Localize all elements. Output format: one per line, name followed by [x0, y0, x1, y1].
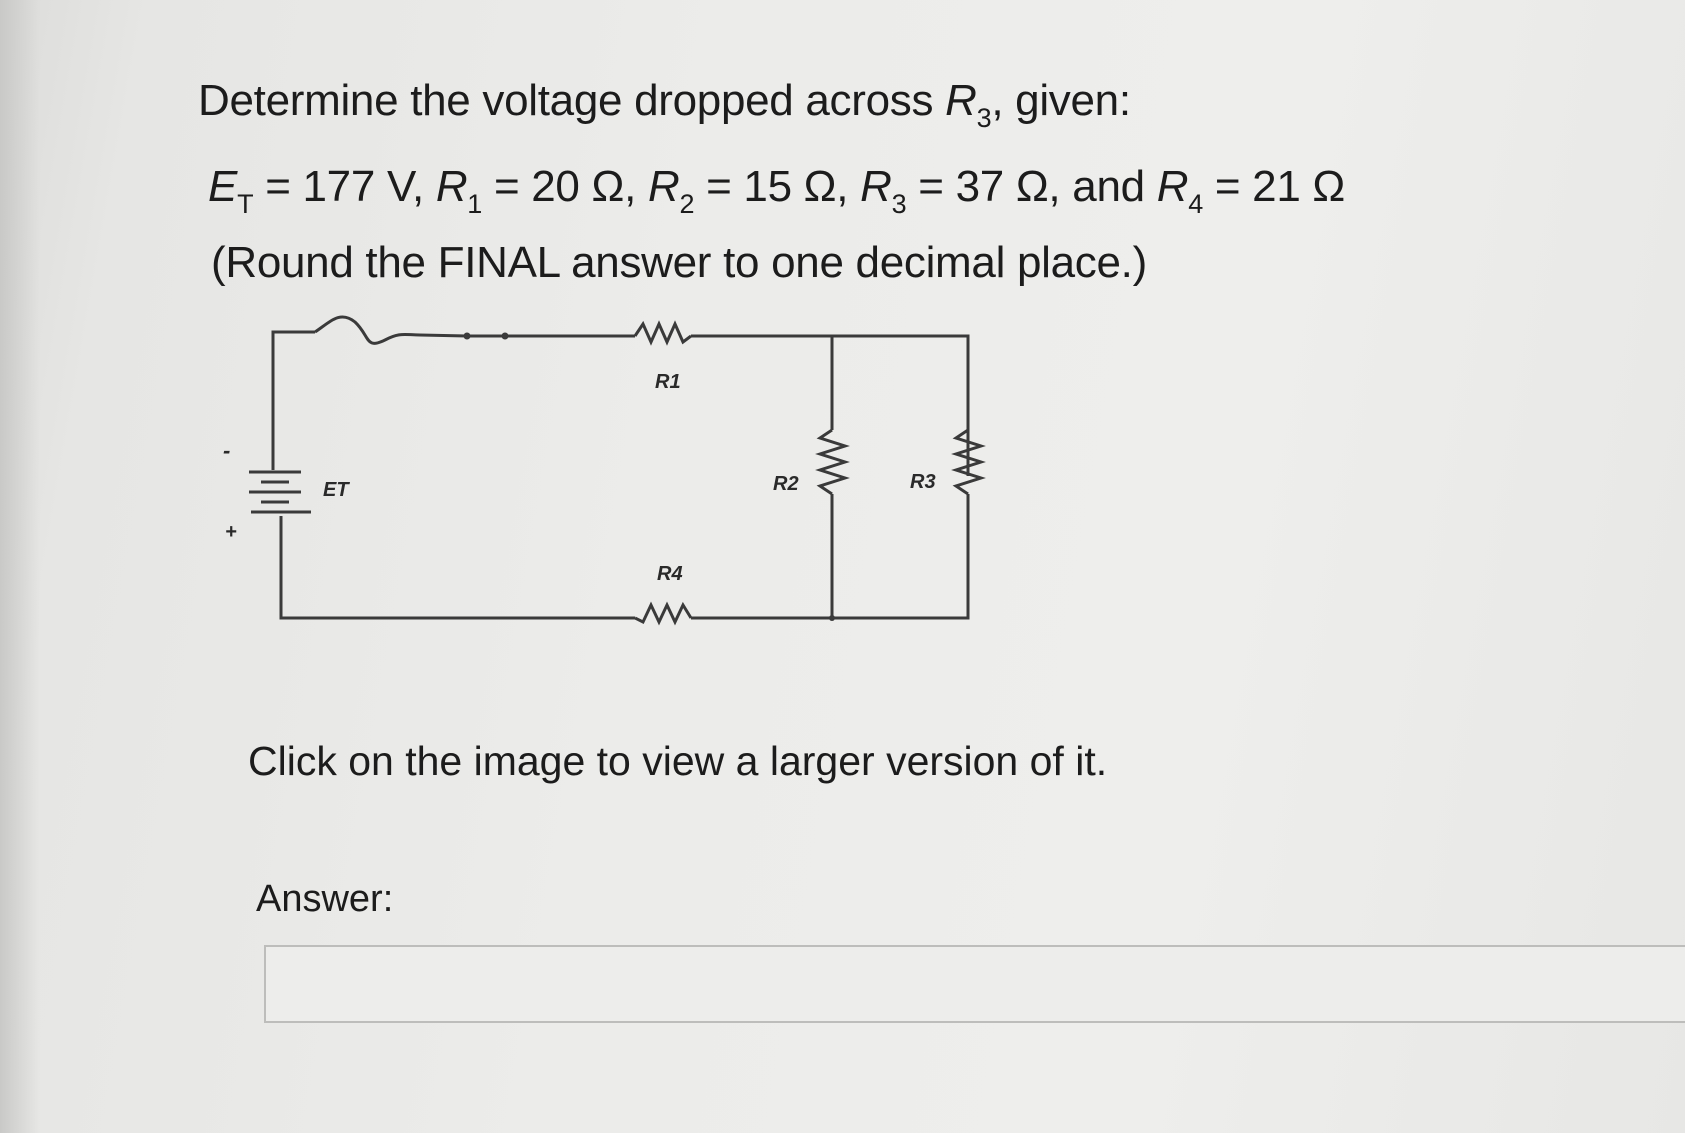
question-variable: R: [945, 76, 977, 125]
given-sub: T: [237, 189, 254, 219]
wire-node-dot: [501, 332, 509, 340]
battery-plus-label: +: [225, 521, 237, 543]
resistor-r3-label: R3: [910, 471, 936, 493]
given-value: = 177 V,: [253, 162, 436, 211]
given-value: = 20 Ω,: [482, 162, 648, 211]
question-line-1: Determine the voltage dropped across R3,…: [198, 76, 1131, 134]
wire-node-dot: [463, 332, 471, 340]
given-var: R: [1156, 162, 1189, 211]
given-sub: 4: [1188, 189, 1203, 219]
circuit-wires: [249, 315, 986, 626]
junction-dot: [829, 615, 835, 621]
given-r3: R3 = 37 Ω, and: [860, 162, 1157, 219]
given-value: = 37 Ω, and: [906, 162, 1157, 211]
question-text-suffix: , given:: [991, 76, 1131, 125]
circuit-diagram-image[interactable]: - + ET R1 R2 R3 R4: [215, 300, 995, 640]
given-values-line: ET = 177 V, R1 = 20 Ω, R2 = 15 Ω, R3 = 3…: [208, 162, 1345, 220]
given-r2: R2 = 15 Ω,: [647, 162, 861, 219]
resistor-r1-symbol: [633, 320, 692, 346]
wire-bottom-left: [279, 516, 635, 620]
wire-top-right: [691, 334, 970, 476]
given-value: = 15 Ω,: [694, 162, 861, 211]
resistor-r4-symbol: [634, 601, 693, 626]
enlarge-image-hint: Click on the image to view a larger vers…: [248, 738, 1108, 784]
given-value: = 21 Ω: [1202, 162, 1346, 211]
answer-label: Answer:: [256, 878, 394, 920]
wire-left-top: [271, 330, 315, 470]
wire-wavy-segment: [314, 315, 468, 345]
wire-r3-bottom: [832, 494, 970, 620]
question-variable-subscript: 3: [976, 103, 992, 133]
given-r4: R4 = 21 Ω: [1156, 162, 1346, 219]
screen-edge-shadow: [0, 0, 40, 1133]
resistor-r3-symbol: [951, 428, 986, 496]
given-sub: 3: [891, 189, 907, 219]
given-e-t: ET = 177 V,: [208, 162, 436, 219]
resistor-r4-label: R4: [657, 563, 683, 585]
question-text: Determine the voltage dropped across: [198, 76, 946, 125]
given-var: R: [860, 162, 892, 211]
given-sub: 2: [679, 189, 695, 219]
resistor-r2-label: R2: [773, 473, 799, 495]
given-sub: 1: [467, 189, 483, 219]
given-var: R: [647, 162, 680, 211]
resistor-r1-label: R1: [655, 371, 681, 393]
rounding-instruction: (Round the FINAL answer to one decimal p…: [211, 238, 1147, 287]
source-label-et: ET: [323, 479, 350, 501]
battery-minus-label: -: [223, 438, 230, 463]
given-r1: R1 = 20 Ω,: [435, 162, 648, 219]
resistor-r2-symbol: [815, 428, 850, 496]
given-var: R: [435, 162, 468, 211]
answer-input[interactable]: [264, 945, 1685, 1023]
given-var: E: [208, 162, 238, 211]
